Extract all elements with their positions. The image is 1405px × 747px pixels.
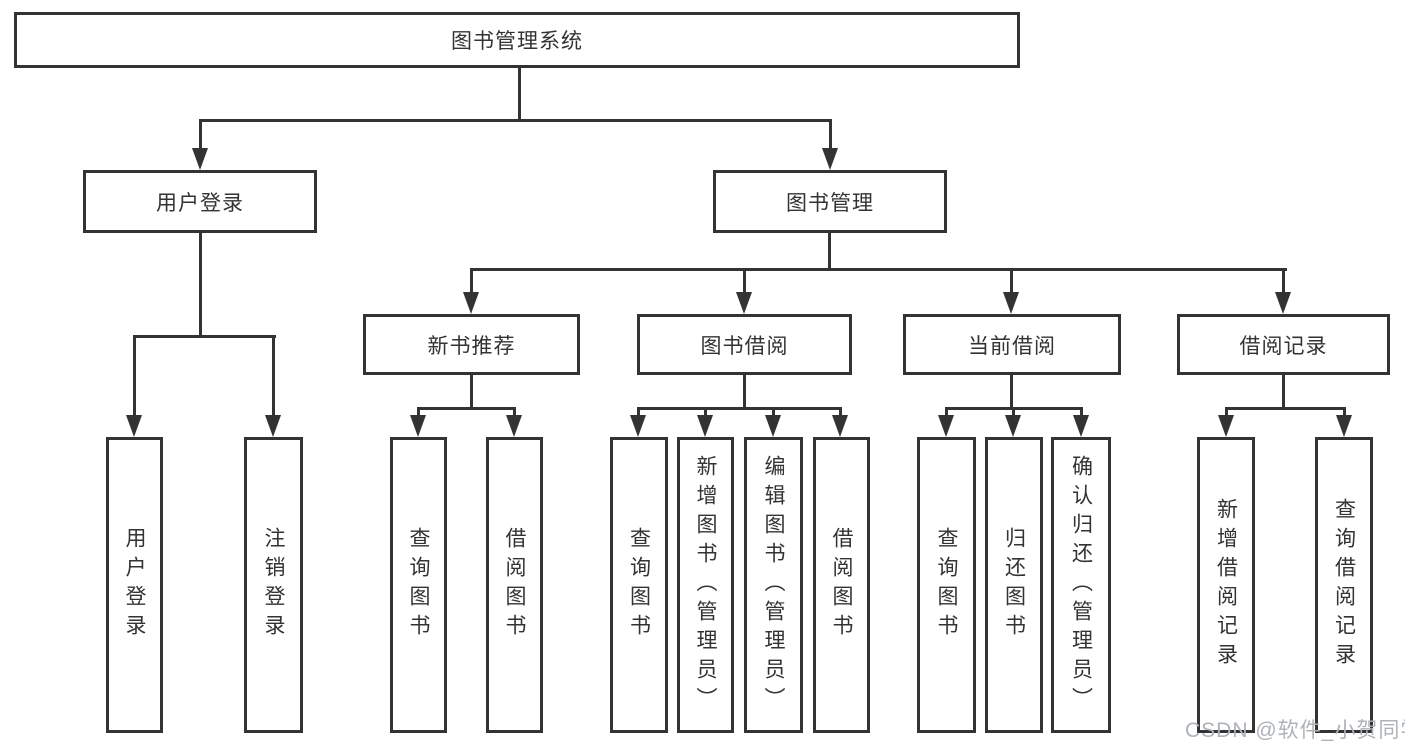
leaf-query-books: 查询图书 [390, 437, 447, 733]
connector-line [513, 407, 516, 421]
connector-line [199, 119, 202, 157]
arrowhead-icon [765, 415, 781, 437]
connector-line [772, 407, 775, 421]
leaf-label: 归还图书 [1002, 527, 1026, 643]
connector-line [945, 407, 948, 421]
connector-line [1012, 407, 1015, 421]
leaf-query-borrow-record: 查询借阅记录 [1315, 437, 1373, 733]
connector-line [704, 407, 707, 421]
leaf-label: 新增借阅记录 [1214, 498, 1238, 672]
leaf-borrow-books: 借阅图书 [486, 437, 543, 733]
arrowhead-icon [736, 292, 752, 314]
leaf-label: 借阅图书 [503, 527, 526, 643]
connector-line [470, 268, 1287, 271]
connector-line [1225, 407, 1228, 421]
node-book-borrowing: 图书借阅 [637, 314, 852, 375]
leaf-label: 查询图书 [407, 527, 430, 643]
connector-line [637, 407, 640, 421]
node-library-management-system: 图书管理系统 [14, 12, 1020, 68]
connector-line [828, 233, 831, 270]
arrowhead-icon [1336, 415, 1352, 437]
connector-line [743, 375, 746, 410]
arrowhead-icon [832, 415, 848, 437]
node-current-borrowing: 当前借阅 [903, 314, 1121, 375]
csdn-watermark: CSDN @软件_小贺同学 [1185, 719, 1405, 742]
connector-line [272, 335, 275, 423]
connector-line [1282, 268, 1285, 300]
leaf-borrow-books: 借阅图书 [813, 437, 870, 733]
arrowhead-icon [506, 415, 522, 437]
node-new-book-recommend: 新书推荐 [363, 314, 580, 375]
connector-line [518, 68, 521, 121]
connector-line [1343, 407, 1346, 421]
arrowhead-icon [265, 415, 281, 437]
leaf-label: 查询图书 [935, 527, 958, 643]
arrowhead-icon [1073, 415, 1089, 437]
connector-line [637, 407, 842, 410]
connector-line [470, 268, 473, 300]
arrowhead-icon [192, 148, 208, 170]
arrowhead-icon [126, 415, 142, 437]
connector-line [1080, 407, 1083, 421]
connector-line [470, 375, 473, 410]
leaf-label: 编辑图书（管理员） [762, 454, 785, 716]
connector-line [133, 335, 276, 338]
arrowhead-icon [463, 292, 479, 314]
connector-line [417, 407, 516, 410]
arrowhead-icon [938, 415, 954, 437]
arrowhead-icon [1275, 292, 1291, 314]
leaf-confirm-return-admin: 确认归还（管理员） [1051, 437, 1111, 733]
connector-line [1010, 268, 1013, 300]
leaf-return-books: 归还图书 [985, 437, 1043, 733]
leaf-label: 用户登录 [123, 527, 146, 643]
connector-line [1282, 375, 1285, 410]
arrowhead-icon [822, 148, 838, 170]
connector-line [1225, 407, 1345, 410]
arrowhead-icon [1003, 292, 1019, 314]
leaf-label: 借阅图书 [830, 527, 853, 643]
connector-line [839, 407, 842, 421]
node-borrowing-records: 借阅记录 [1177, 314, 1390, 375]
arrowhead-icon [1218, 415, 1234, 437]
node-book-management: 图书管理 [713, 170, 947, 233]
leaf-label: 查询图书 [627, 527, 651, 643]
leaf-logout: 注销登录 [244, 437, 303, 733]
leaf-label: 新增图书（管理员） [694, 454, 717, 716]
leaf-query-books: 查询图书 [610, 437, 668, 733]
connector-line [1010, 375, 1013, 410]
connector-line [133, 335, 136, 423]
leaf-label: 查询借阅记录 [1332, 498, 1356, 672]
connector-line [417, 407, 420, 421]
arrowhead-icon [697, 415, 713, 437]
arrowhead-icon [410, 415, 426, 437]
leaf-edit-books-admin: 编辑图书（管理员） [744, 437, 803, 733]
leaf-add-borrow-record: 新增借阅记录 [1197, 437, 1255, 733]
leaf-user-login: 用户登录 [106, 437, 163, 733]
connector-line [199, 119, 832, 122]
node-user-login: 用户登录 [83, 170, 317, 233]
leaf-add-books-admin: 新增图书（管理员） [677, 437, 734, 733]
leaf-label: 注销登录 [262, 527, 285, 643]
connector-line [199, 233, 202, 338]
leaf-label: 确认归还（管理员） [1069, 454, 1093, 716]
connector-line [743, 268, 746, 300]
connector-line [829, 119, 832, 157]
arrowhead-icon [630, 415, 646, 437]
arrowhead-icon [1005, 415, 1021, 437]
leaf-query-books: 查询图书 [917, 437, 976, 733]
